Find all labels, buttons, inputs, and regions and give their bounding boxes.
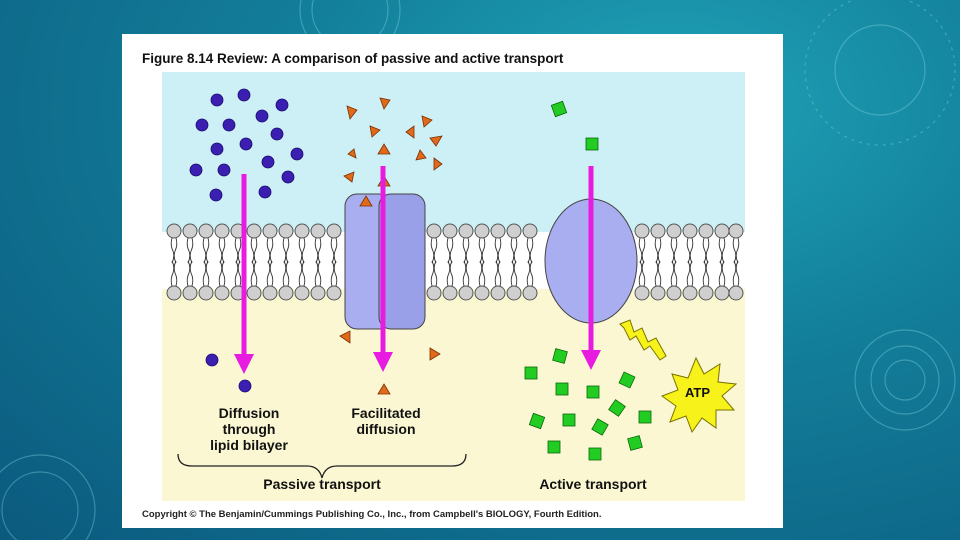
cytoplasm-region xyxy=(162,289,745,501)
copyright-notice: Copyright © The Benjamin/Cummings Publis… xyxy=(142,509,602,520)
extracellular-region xyxy=(162,72,745,232)
triangle-molecules xyxy=(339,97,443,395)
passive-transport-brace xyxy=(177,453,467,479)
transport-arrows xyxy=(234,166,601,374)
passive-transport-label: Passive transport xyxy=(263,476,381,492)
figure-panel: Figure 8.14 Review: A comparison of pass… xyxy=(122,34,783,528)
membrane-band xyxy=(162,232,745,289)
atp-burst xyxy=(660,356,738,434)
energy-bolt xyxy=(619,319,667,361)
facilitated-diffusion-label: Facilitated diffusion xyxy=(351,405,421,437)
active-transport-label: Active transport xyxy=(539,476,647,492)
diffusion-label: Diffusion through lipid bilayer xyxy=(210,405,288,453)
transport-diagram xyxy=(162,72,745,501)
atp-label: ATP xyxy=(685,385,711,400)
channel-protein xyxy=(344,193,426,330)
circle-molecules xyxy=(189,88,304,393)
figure-title: Figure 8.14 Review: A comparison of pass… xyxy=(142,51,564,66)
square-molecules xyxy=(524,100,652,461)
